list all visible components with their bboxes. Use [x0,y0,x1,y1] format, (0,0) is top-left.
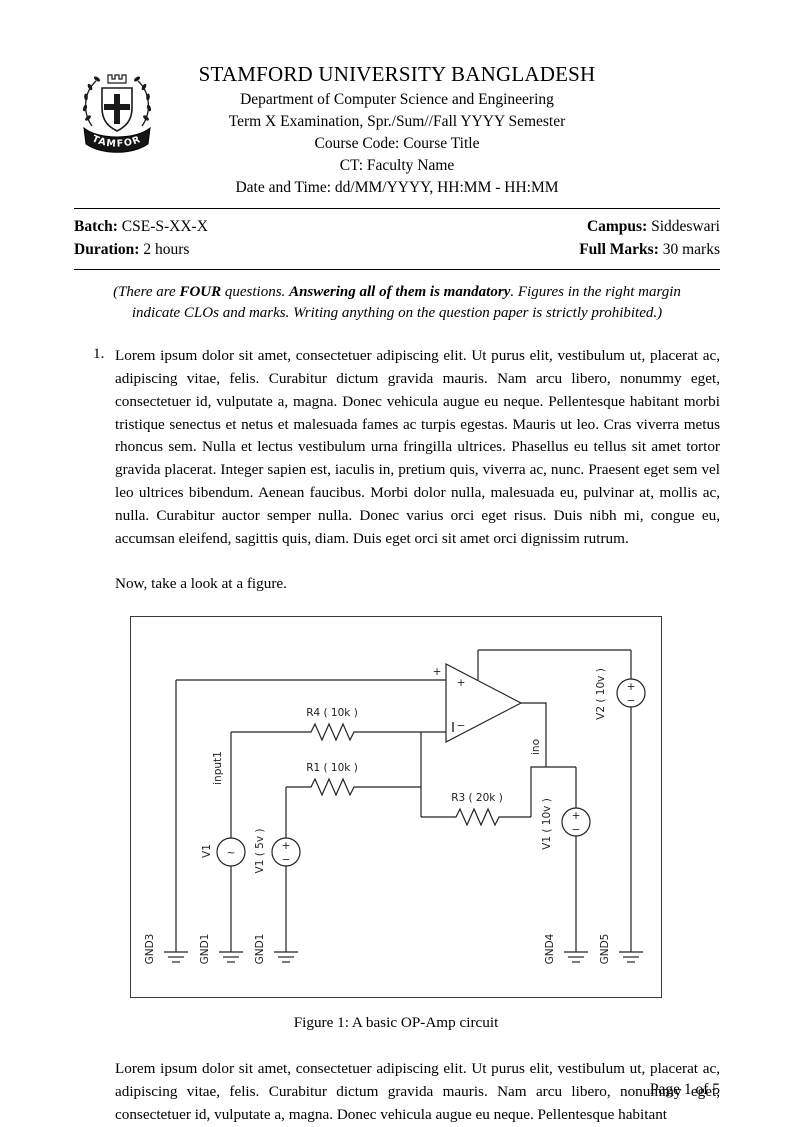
university-crest: STAMFORD [71,60,152,153]
resistor-r3 [421,807,531,827]
opamp-minus: − [457,720,466,732]
label-r3: R3 ( 20k ) [451,792,503,804]
circuit-wires [164,649,646,963]
university-logo: STAMFORD [71,60,158,165]
figure-intro: Now, take a look at a figure. [115,575,287,593]
course-line: Course Code: Course Title [314,135,480,153]
meta-right: Campus: Siddeswari Full Marks: 30 marks [579,215,720,262]
label-ino: ino [530,739,542,755]
v2-10v-plus: + [627,681,636,693]
source-v1-sine [216,837,246,867]
ground-gnd4 [564,951,588,963]
campus-label: Campus: [586,218,648,236]
wreath-leaves [82,76,152,121]
ground-gnd3 [164,951,188,963]
opamp-plus: + [457,677,466,689]
ground-gnd1-a [219,951,243,963]
instructions-bold2: Answering all of them is mandatory [289,283,511,300]
ground-gnd5 [619,951,643,963]
v1-5v-plus: + [282,840,291,852]
duration-label: Duration: [74,241,140,259]
source-v1-5v [271,837,301,867]
campus-value: Siddeswari [651,218,720,236]
resistor-r1 [286,777,421,797]
source-v1-10v [561,807,591,837]
label-v1: V1 [201,844,213,858]
full-marks-label: Full Marks: [579,241,659,259]
label-gnd1-b: GND1 [254,934,266,965]
duration-value: 2 hours [143,241,190,259]
batch-line: Batch: CSE-S-XX-X [74,215,208,238]
label-gnd1-a: GND1 [199,934,211,965]
label-gnd3: GND3 [144,934,156,965]
crest-cross [104,94,130,124]
duration-line: Duration: 2 hours [74,238,208,261]
datetime-line: Date and Time: dd/MM/YYYY, HH:MM - HH:MM [235,179,559,197]
v2-10v-minus: − [627,695,636,707]
label-input1: input1 [212,751,224,785]
opamp-outer-plus: + [433,666,442,678]
ct-line: CT: Faculty Name [339,157,455,175]
sine-symbol: ~ [227,847,236,859]
full-marks-value: 30 marks [662,241,720,259]
ground-gnd1-b [274,951,298,963]
label-v1-10v: V1 ( 10v ) [541,798,553,850]
label-v2-10v: V2 ( 10v ) [595,668,607,720]
label-gnd4: GND4 [544,933,556,964]
label-gnd5: GND5 [599,934,611,965]
instructions-part2: questions. [221,283,290,300]
page-indicator: Page 1 of 5 [649,1081,720,1098]
full-marks-line: Full Marks: 30 marks [579,238,720,261]
batch-value: CSE-S-XX-X [121,218,208,236]
label-r1: R1 ( 10k ) [306,762,358,774]
crest-castle [107,74,127,84]
opamp-triangle [445,663,523,744]
opamp-circuit-diagram: + + − ~ + − + − + − R4 ( 10k ) R1 ( 10k … [144,649,646,965]
question-body: Lorem ipsum dolor sit amet, consectetuer… [115,345,720,596]
instructions-note: (There are FOUR questions. Answering all… [74,270,720,326]
instructions-part3: . Figures in the right margin indicate C… [131,283,681,322]
v1-10v-plus: + [572,810,581,822]
batch-label: Batch: [74,218,118,236]
campus-line: Campus: Siddeswari [579,215,720,238]
label-v1-5v: V1 ( 5v ) [254,829,266,874]
department-line: Department of Computer Science and Engin… [240,91,554,109]
v1-10v-minus: − [572,824,581,836]
question-text: Lorem ipsum dolor sit amet, consectetuer… [115,347,720,547]
label-r4: R4 ( 10k ) [306,707,358,719]
crest-banner [83,126,151,153]
figure-caption: Figure 1: A basic OP-Amp circuit [293,1014,499,1032]
instructions-bold1: FOUR [179,283,222,300]
question-1: 1. Lorem ipsum dolor sit amet, consectet… [74,345,720,596]
continuation-paragraph: Lorem ipsum dolor sit amet, consectetuer… [115,1060,720,1123]
v1-5v-minus: − [282,854,291,866]
instructions-part1: (There are [113,283,180,300]
source-v2-10v [616,678,646,708]
meta-left: Batch: CSE-S-XX-X Duration: 2 hours [74,215,208,262]
term-line: Term X Examination, Spr./Sum//Fall YYYY … [228,113,566,131]
exam-meta: Batch: CSE-S-XX-X Duration: 2 hours Camp… [74,208,720,270]
figure-box: + + − ~ + − + − + − R4 ( 10k ) R1 ( 10k … [130,616,662,999]
university-name: STAMFORD UNIVERSITY BANGLADESH [198,62,596,86]
question-number: 1. [93,345,105,363]
resistor-r4 [231,722,446,742]
exam-header: STAMFORD STAMFORD UNIVERSITY BANGLADESH … [71,60,720,199]
